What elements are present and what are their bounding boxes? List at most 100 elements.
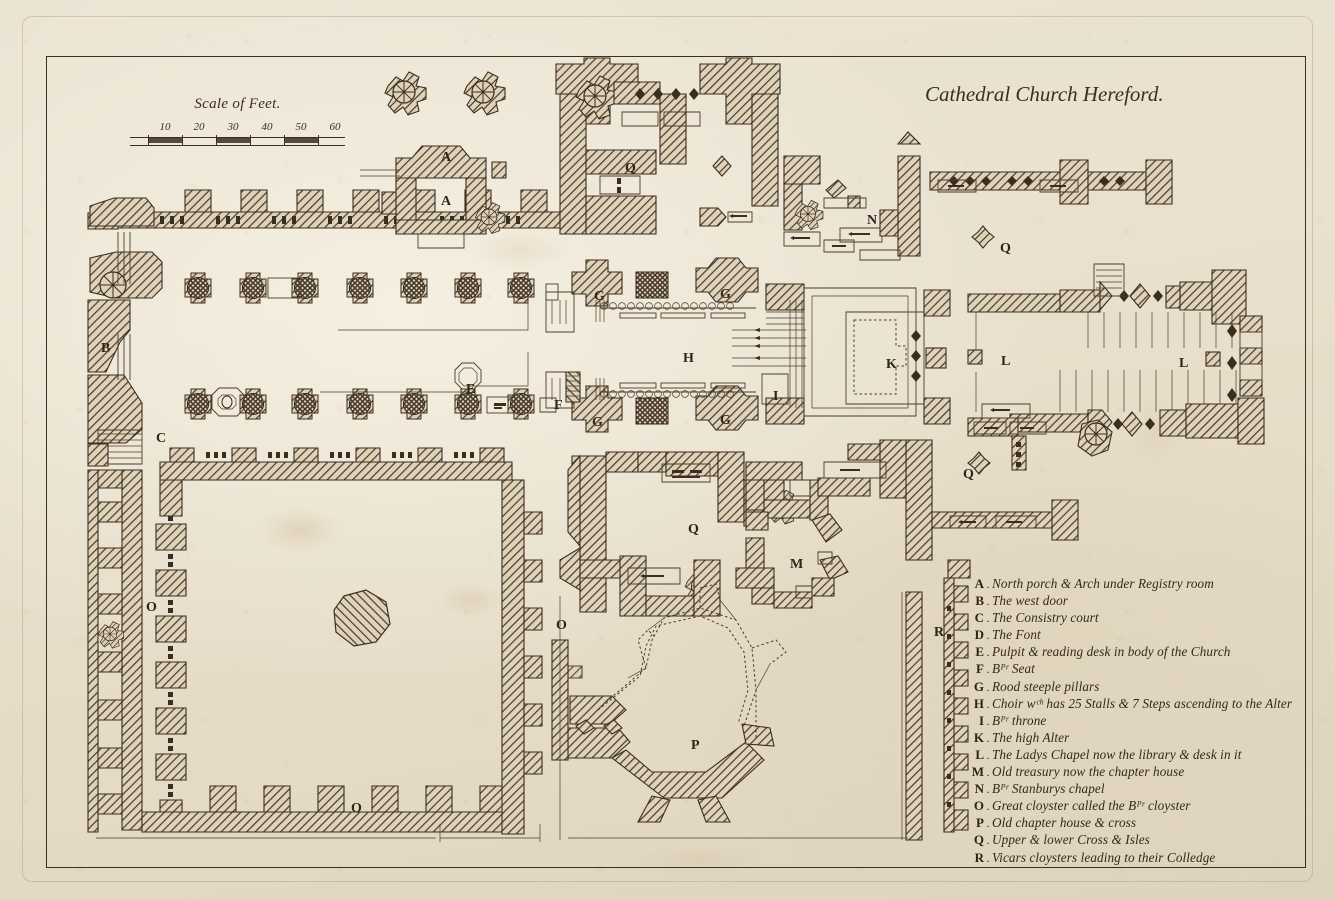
legend-dot: .: [986, 765, 990, 780]
legend-dot: .: [986, 645, 990, 660]
legend-row-a: A.North porch & Arch under Registry room: [962, 576, 1302, 593]
legend-text-b: The west door: [992, 593, 1069, 609]
legend-dot: .: [986, 782, 990, 797]
legend-row-b: B.The west door: [962, 593, 1302, 610]
legend-reference-list: A.North porch & Arch under Registry room…: [962, 576, 1302, 867]
legend-key-r: R: [974, 849, 984, 865]
legend-row-g: G.Rood steeple pillars: [962, 679, 1302, 696]
plan-label-C-consistry: C: [156, 431, 167, 446]
legend-key-l: L: [975, 746, 984, 762]
plan-title: Cathedral Church Hereford.: [925, 82, 1164, 106]
plan-label-Q-ne-aisle: Q: [1000, 241, 1012, 256]
legend-dot: .: [986, 696, 990, 711]
plan-label-Q-se-aisle: Q: [963, 467, 975, 482]
legend-text-m: Old treasury now the chapter house: [992, 764, 1185, 780]
legend-key-b: B: [975, 593, 984, 609]
cloyster-west-outer-buttresses: [87, 469, 123, 833]
rood-steeple-pillars-G: [571, 257, 759, 433]
legend-text-h: Choir wᶜʰ has 25 Stalls & 7 Steps ascend…: [992, 695, 1293, 711]
legend-text-c: The Consistry court: [992, 610, 1099, 626]
scale-tick-60: 60: [329, 121, 341, 133]
legend-row-k: K.The high Alter: [962, 730, 1302, 747]
legend-text-k: The high Alter: [992, 729, 1070, 745]
old-chapter-house-P: [551, 583, 787, 823]
legend-key-d: D: [974, 627, 984, 643]
great-cloyster-O: [87, 447, 543, 842]
scale-caption: Scale of Feet.: [194, 96, 281, 112]
legend-text-p: Old chapter house & cross: [992, 815, 1137, 831]
plan-label-Q-north-transept: Q: [625, 161, 637, 176]
scale-tick-50: 50: [295, 121, 307, 133]
legend-row-m: M.Old treasury now the chapter house: [962, 764, 1302, 781]
lady-chapel-east-wall: [1227, 315, 1263, 402]
scale-tick-40: 40: [261, 121, 273, 133]
legend-key-c: C: [974, 610, 984, 626]
choir-H-stalls: [595, 300, 756, 400]
lady-chapel-L: [967, 263, 1265, 471]
legend-row-f: F.Bᴾʳ Seat: [962, 661, 1302, 678]
legend-key-n: N: [974, 781, 984, 797]
scale-tick-labels: 10 20 30 40 50 60: [130, 121, 345, 136]
old-treasury-M: [735, 461, 887, 609]
legend-row-n: N.Bᴾʳ Stanburys chapel: [962, 781, 1302, 798]
legend-row-o: O.Great cloyster called the Bᴾʳ cloyster: [962, 798, 1302, 815]
plan-label-I-throne: I: [773, 389, 779, 404]
plan-label-M-old-treasury: M: [790, 557, 804, 572]
legend-key-p: P: [976, 815, 984, 831]
scale-bar-graphic: [130, 135, 345, 146]
legend-dot: .: [986, 816, 990, 831]
legend-dot: .: [986, 730, 990, 745]
scale-tick-10: 10: [159, 121, 171, 133]
cloyster-north-buttresses: [169, 447, 505, 463]
plan-label-O-cloyster-w: O: [146, 600, 158, 615]
legend-row-p: P.Old chapter house & cross: [962, 815, 1302, 832]
legend-key-f: F: [976, 661, 984, 677]
cloyster-inner-west-piers: [155, 523, 187, 831]
legend-key-m: M: [971, 764, 984, 780]
legend-row-r: R.Vicars cloysters leading to their Coll…: [962, 850, 1302, 867]
font-D: [211, 387, 245, 417]
legend-text-d: The Font: [992, 627, 1041, 643]
legend-text-g: Rood steeple pillars: [992, 678, 1100, 694]
plan-label-H-choir: H: [683, 351, 695, 366]
plan-label-K-high-alter: K: [886, 357, 898, 372]
legend-text-e: Pulpit & reading desk in body of the Chu…: [992, 644, 1231, 660]
cloyster-east-piers: [523, 511, 543, 775]
vicars-cloyster-east-buttresses: [943, 577, 969, 833]
legend-row-i: I.Bᴾʳ throne: [962, 713, 1302, 730]
cloyster-south-piers: [209, 785, 507, 813]
plan-label-B-west-door: B: [101, 341, 111, 356]
lady-chapel-pew-lines: [975, 312, 1237, 412]
plan-label-G-pillar-ne: G: [720, 287, 732, 302]
legend-text-i: Bᴾʳ throne: [992, 712, 1047, 728]
legend-row-h: H.Choir wᶜʰ has 25 Stalls & 7 Steps asce…: [962, 696, 1302, 713]
plan-label-O-cloyster-e: O: [556, 618, 568, 633]
legend-text-a: North porch & Arch under Registry room: [992, 576, 1214, 591]
legend-dot: .: [986, 833, 990, 848]
legend-text-q: Upper & lower Cross & Isles: [992, 832, 1150, 848]
plan-label-N-stanbury: N: [867, 213, 878, 228]
legend-dot: .: [986, 713, 990, 728]
bishops-seat-F: [539, 283, 581, 413]
legend-dot: .: [986, 611, 990, 626]
high-alter-K: [845, 289, 951, 425]
scale-tick-20: 20: [193, 121, 205, 133]
legend-dot: .: [986, 747, 990, 762]
legend-key-k: K: [973, 729, 984, 745]
legend-dot: .: [986, 679, 990, 694]
stanbury-chapel-N: [783, 131, 922, 261]
nave-floor-line-2: [468, 352, 529, 387]
legend-key-h: H: [973, 695, 984, 711]
north-porch-A: [360, 71, 507, 249]
south-east-walls: [847, 439, 1079, 561]
west-front-and-door: [87, 197, 163, 467]
legend-dot: .: [986, 662, 990, 677]
plan-label-L-lady-chapel-e: L: [1179, 356, 1189, 371]
legend-key-a: A: [974, 576, 984, 591]
legend-dot: .: [986, 594, 990, 609]
cloyster-garth-octagon: [333, 589, 391, 647]
legend-row-c: C.The Consistry court: [962, 610, 1302, 627]
legend-dot: .: [986, 799, 990, 814]
legend-row-q: Q.Upper & lower Cross & Isles: [962, 832, 1302, 849]
